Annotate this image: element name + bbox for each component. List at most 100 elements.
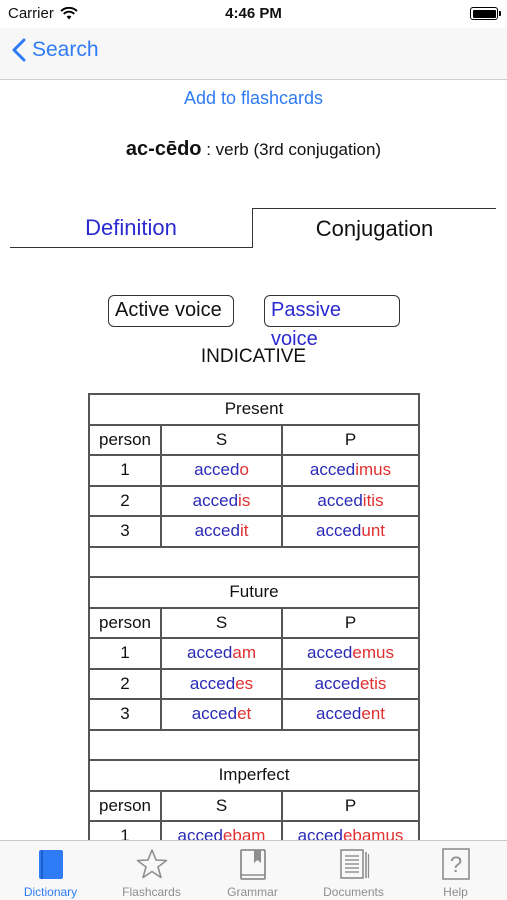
entry-content[interactable]: Add to flashcards ac-cēdo : verb (3rd co… <box>0 80 507 840</box>
table-row: 3 accedet accedent <box>88 698 420 731</box>
add-to-flashcards-button[interactable]: Add to flashcards <box>183 88 324 108</box>
person-header: person <box>88 606 162 639</box>
tab-bar-flashcards[interactable]: Flashcards <box>101 841 202 900</box>
plural-header: P <box>281 423 420 456</box>
part-of-speech: : verb (3rd conjugation) <box>201 140 382 159</box>
ending: et <box>237 704 252 724</box>
tab-bar-documents[interactable]: Documents <box>303 841 404 900</box>
plural-form: accedemus <box>281 637 420 670</box>
back-label: Search <box>32 38 99 61</box>
table-row: 2 accedis acceditis <box>88 484 420 517</box>
ending: am <box>232 643 256 663</box>
svg-text:?: ? <box>449 852 461 877</box>
person-number: 2 <box>88 484 162 517</box>
ending: etis <box>359 673 387 693</box>
tab-bar-grammar[interactable]: Grammar <box>202 841 303 900</box>
stem: acced <box>194 460 240 480</box>
ending: unt <box>361 521 385 541</box>
tab-bar-label: Dictionary <box>23 885 78 899</box>
carrier-label: Carrier <box>8 5 54 22</box>
passive-voice-button[interactable]: Passive voice <box>264 295 400 350</box>
star-icon <box>136 849 167 879</box>
stem: acced <box>297 826 343 840</box>
plural-header: P <box>281 606 420 639</box>
table-row: 3 accedit accedunt <box>88 515 420 548</box>
active-voice-button[interactable]: Active voice <box>108 295 234 327</box>
singular-form: accedo <box>160 454 283 487</box>
singular-form: accedes <box>160 667 283 700</box>
plural-header: P <box>281 789 420 822</box>
stem: acced <box>315 704 362 724</box>
tense-header-row: Present <box>88 393 420 426</box>
ending: is <box>238 490 251 510</box>
person-header: person <box>88 423 162 456</box>
tense-header-row: Imperfect <box>88 759 420 792</box>
status-bar: Carrier 4:46 PM <box>0 0 507 28</box>
stem: acced <box>194 521 240 541</box>
tab-bar-help[interactable]: ? Help <box>404 841 507 900</box>
singular-header: S <box>160 789 283 822</box>
stem: acced <box>189 673 236 693</box>
battery-icon <box>470 7 501 20</box>
person-number: 2 <box>88 667 162 700</box>
tab-definition[interactable]: Definition <box>10 208 252 248</box>
tense-name: Imperfect <box>88 759 420 792</box>
spacer-row <box>88 728 420 761</box>
plural-form: accedetis <box>281 667 420 700</box>
stem: acced <box>187 643 233 663</box>
ending: imus <box>355 460 392 480</box>
person-number: 1 <box>88 454 162 487</box>
conjugation-table: Present person S P 1 accedo accedimus 2 … <box>88 393 420 840</box>
person-header: person <box>88 789 162 822</box>
plural-form: accedebamus <box>281 820 420 840</box>
table-row: 1 accedam accedemus <box>88 637 420 670</box>
documents-icon <box>339 849 369 879</box>
entry-tabs: Definition Conjugation <box>10 208 496 248</box>
table-row: 1 acced ebam accedebamus <box>88 820 420 840</box>
grammar-book-icon <box>239 849 266 880</box>
tense-name: Future <box>88 576 420 609</box>
singular-form: accedit <box>160 515 283 548</box>
spacer-row <box>88 545 420 578</box>
headword: ac-cēdo : verb (3rd conjugation) <box>0 138 507 161</box>
ending: o <box>239 460 249 480</box>
plural-form: accedunt <box>281 515 420 548</box>
spacer-cell <box>88 545 420 578</box>
book-icon <box>38 850 63 879</box>
mood-title: INDICATIVE <box>200 346 307 367</box>
ending: es <box>235 673 254 693</box>
tab-bar-label: Documents <box>323 885 384 899</box>
singular-form: accedet <box>160 698 283 731</box>
plural-form: acceditis <box>281 484 420 517</box>
plural-form: accedent <box>281 698 420 731</box>
person-number: 1 <box>88 637 162 670</box>
singular-header: S <box>160 606 283 639</box>
singular-form: accedis <box>160 484 283 517</box>
lemma: ac-cēdo <box>125 138 202 160</box>
stem: acced <box>314 673 360 693</box>
tab-conjugation[interactable]: Conjugation <box>252 208 496 248</box>
ending: itis <box>362 490 384 510</box>
singular-form: accedam <box>160 637 283 670</box>
column-header-row: person S P <box>88 789 420 822</box>
tab-bar-label: Grammar <box>227 885 278 899</box>
person-number: 3 <box>88 698 162 731</box>
status-left: Carrier <box>8 5 78 22</box>
stem: acced <box>307 643 353 663</box>
spacer-cell <box>88 728 420 761</box>
stem: acced <box>192 490 239 510</box>
chevron-left-icon <box>12 38 26 62</box>
stem: acced <box>191 704 238 724</box>
tense-header-row: Future <box>88 576 420 609</box>
column-header-row: person S P <box>88 606 420 639</box>
back-to-search-button[interactable]: Search <box>12 38 99 62</box>
table-row: 2 accedes accedetis <box>88 667 420 700</box>
wifi-icon <box>60 7 78 20</box>
ending: ent <box>361 704 385 724</box>
tense-name: Present <box>88 393 420 426</box>
person-number: 1 <box>88 820 162 840</box>
tab-bar-dictionary[interactable]: Dictionary <box>0 841 101 900</box>
plural-form: accedimus <box>281 454 420 487</box>
ending: ebamus <box>342 826 404 840</box>
ending: ebam <box>222 826 266 840</box>
